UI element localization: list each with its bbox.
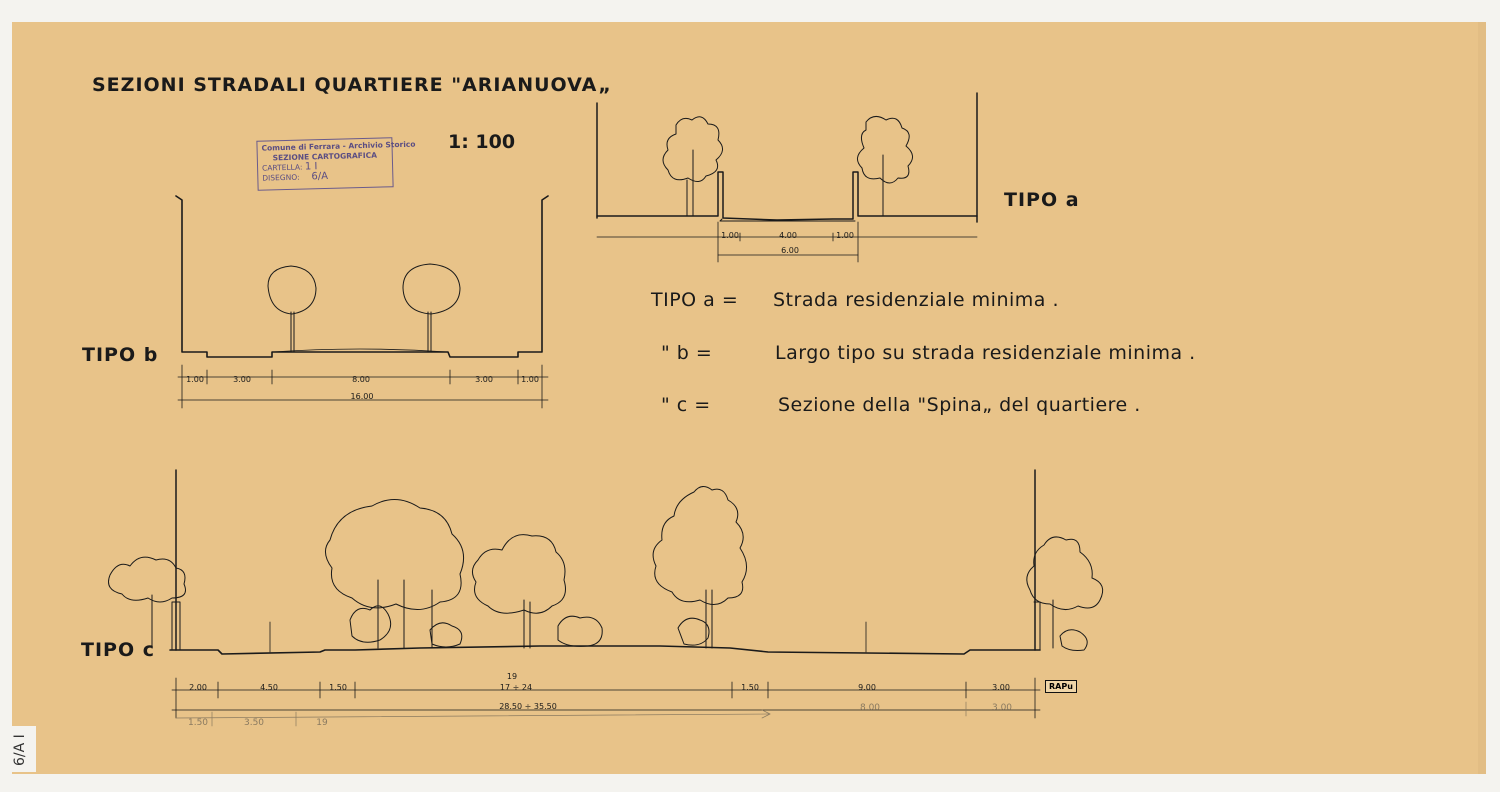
dim-b-1: 1.00 — [186, 375, 204, 384]
dim-c-3: 1.50 — [329, 683, 347, 692]
tree-icon — [652, 486, 747, 649]
dim-b-total: 16.00 — [350, 392, 374, 401]
dim-c-4-note: 19 — [506, 672, 518, 681]
dim-b-4: 3.00 — [475, 375, 493, 384]
dim-c-total: 28.50 ÷ 35.50 — [499, 702, 557, 711]
tree-icon — [402, 263, 461, 353]
margin-annotation: 6/A I — [8, 726, 36, 772]
label-tipo-b: TIPO b — [82, 344, 159, 366]
tree-icon — [472, 534, 603, 649]
drawing-sheet — [12, 22, 1482, 774]
dim-c-5: 1.50 — [741, 683, 759, 692]
dim-c-6: 9.00 — [858, 683, 876, 692]
margin-annotation-text: 6/A I — [12, 734, 28, 766]
pencil-dim-4: 8.00 — [859, 703, 881, 713]
dim-a-2: 4.00 — [779, 231, 797, 240]
legend-key-c: " c = — [661, 394, 711, 416]
stamp-disegno-value: 6/A — [311, 170, 329, 183]
label-tipo-c: TIPO c — [81, 639, 155, 661]
tree-icon — [325, 499, 465, 649]
legend-key-b: " b = — [661, 342, 713, 364]
dim-c-7: 3.00 — [992, 683, 1010, 692]
legend-key-a: TIPO a = — [651, 289, 739, 311]
legend-text-b: Largo tipo su strada residenziale minima… — [775, 342, 1196, 364]
tree-icon — [857, 116, 913, 217]
pencil-dim-5: 3.00 — [991, 703, 1013, 713]
tree-icon — [267, 265, 317, 353]
section-tipo-b — [175, 195, 549, 409]
pencil-dim-2: 3.50 — [243, 718, 265, 728]
dim-a-3: 1.00 — [836, 231, 854, 240]
legend-text-c: Sezione della "Spina„ del quartiere . — [778, 394, 1141, 416]
pencil-dim-3: 19 — [316, 718, 328, 728]
scale-label: 1: 100 — [448, 131, 516, 153]
stamp-disegno-label: DISEGNO: — [262, 172, 300, 183]
dim-c-4: 17 ÷ 24 — [499, 683, 533, 692]
label-tipo-a: TIPO a — [1004, 189, 1080, 211]
tree-icon — [1026, 536, 1104, 651]
dim-c-1: 2.00 — [189, 683, 207, 692]
dim-c-2: 4.50 — [260, 683, 278, 692]
dim-b-2: 3.00 — [233, 375, 251, 384]
dim-b-5: 1.00 — [521, 375, 539, 384]
stamp-cartella-label: CARTELLA: — [261, 162, 303, 173]
sheet-edge — [1478, 22, 1486, 774]
legend-text-a: Strada residenziale minima . — [773, 289, 1060, 311]
dim-a-1: 1.00 — [721, 231, 739, 240]
tree-icon — [662, 116, 723, 217]
section-tipo-a — [596, 92, 978, 263]
dim-a-total: 6.00 — [781, 246, 799, 255]
section-tipo-c — [108, 469, 1104, 727]
drawing-title: SEZIONI STRADALI QUARTIERE "ARIANUOVA„ — [92, 74, 612, 96]
dim-b-3: 8.00 — [352, 375, 370, 384]
archive-stamp: Comune di Ferrara - Archivio Storico SEZ… — [256, 137, 416, 191]
rapu-badge: RAPu — [1045, 680, 1077, 693]
pencil-dim-1: 1.50 — [187, 718, 209, 728]
tree-icon — [108, 556, 186, 649]
